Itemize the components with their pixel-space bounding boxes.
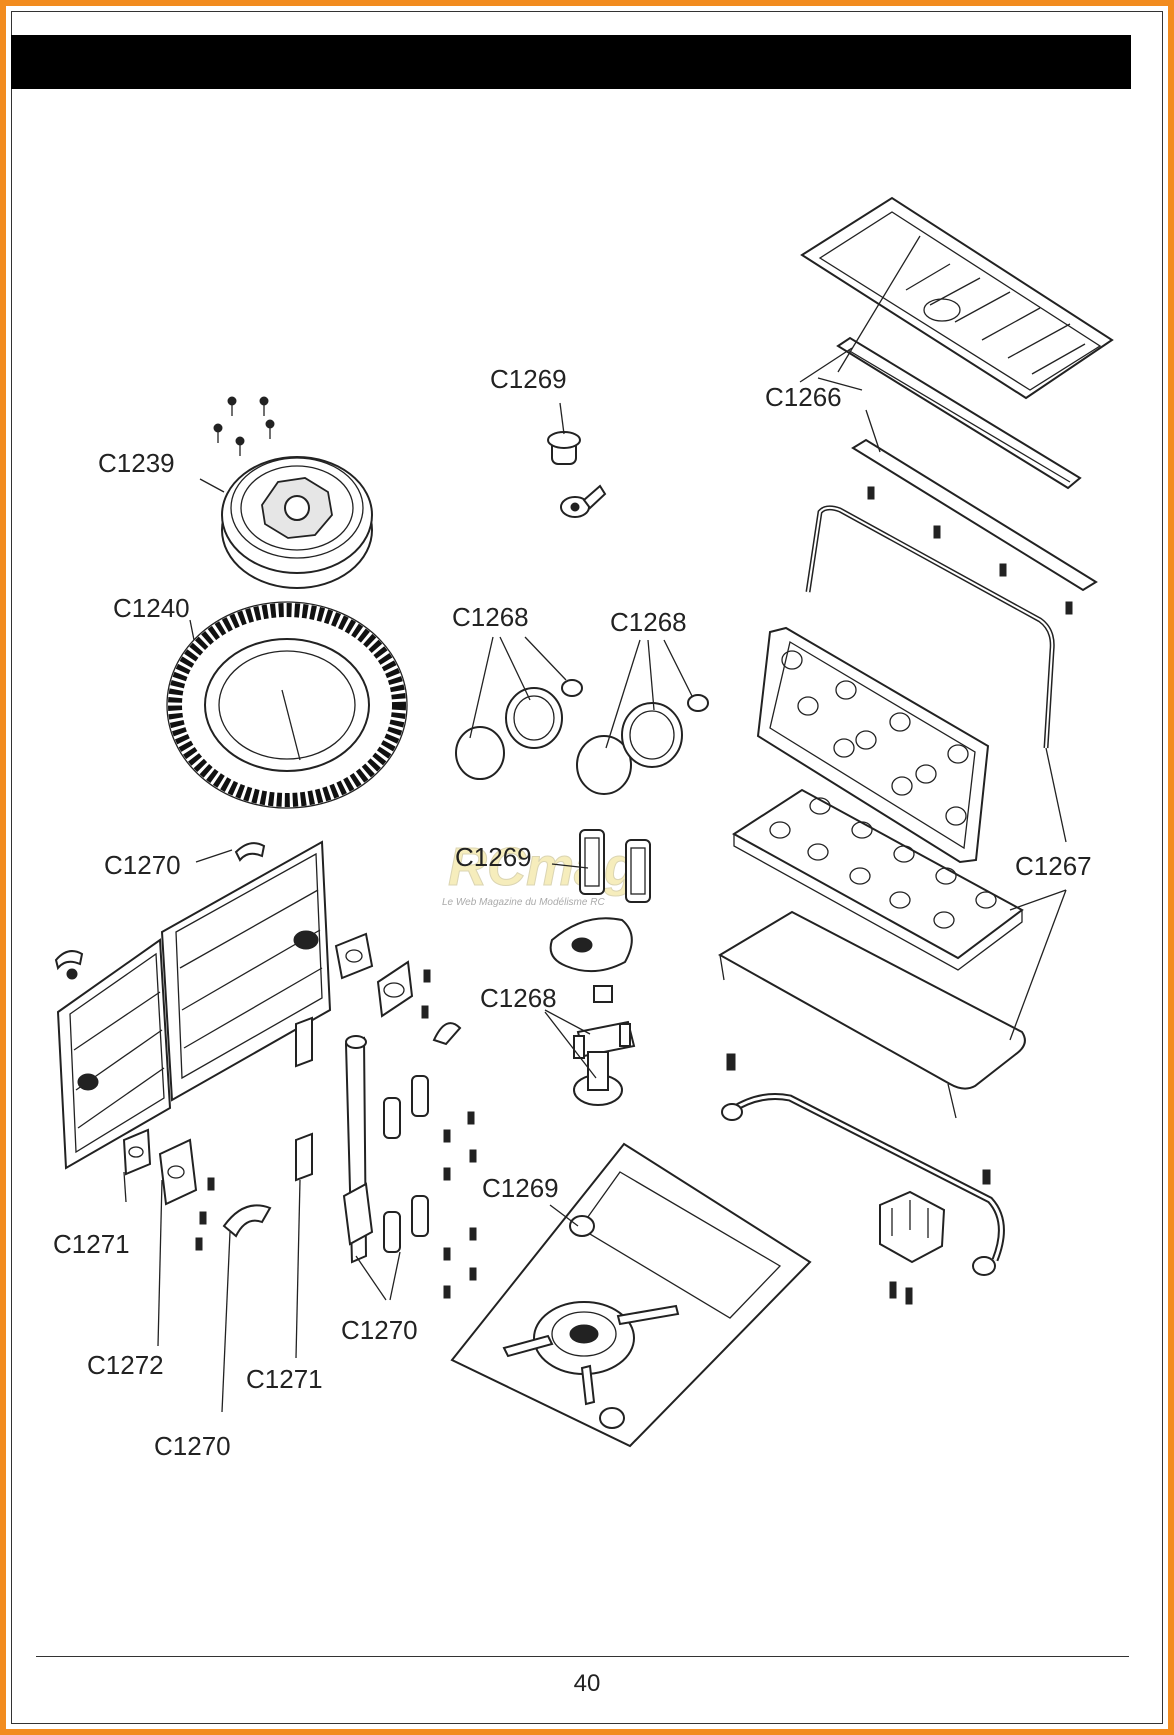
- label-c1268-bottom: C1268: [480, 983, 557, 1013]
- label-c1271-right: C1271: [246, 1364, 323, 1394]
- wheel-rim-part: [213, 396, 373, 589]
- watermark-title: RCmag: [448, 837, 637, 897]
- header-bar: [11, 35, 1131, 89]
- seat-frame-part: [805, 505, 1055, 749]
- door-assembly-part: [56, 840, 332, 1170]
- label-c1271-left: C1271: [53, 1229, 130, 1259]
- label-c1270-bottom: C1270: [154, 1431, 231, 1461]
- label-c1240: C1240: [113, 593, 190, 623]
- tailgate-panel-part: [800, 196, 1114, 592]
- door-handles: [54, 842, 266, 980]
- leader-lines: [123, 235, 1067, 1413]
- tire-part: [166, 601, 408, 809]
- seat-bottom-cushions: [769, 797, 997, 929]
- label-c1268-right: C1268: [610, 607, 687, 637]
- part-labels: C1269 C1266 C1239 C1240 C1268 C1268 C127…: [53, 364, 1092, 1461]
- rail-bracket-part: [721, 1053, 1005, 1305]
- label-c1266: C1266: [765, 382, 842, 412]
- page-number: 40: [573, 1670, 601, 1697]
- page-inner-border: [11, 11, 1163, 1724]
- footer-rule: [36, 1656, 1129, 1657]
- seat-bottom-part: [732, 788, 1024, 971]
- rack-screws: [443, 1111, 477, 1299]
- tailgate-ribs: [905, 263, 1086, 375]
- mount-plate-part: [450, 1142, 812, 1448]
- knob-part: [547, 431, 607, 518]
- label-c1269-top: C1269: [490, 364, 567, 394]
- label-c1272: C1272: [87, 1350, 164, 1380]
- label-c1269-mid: C1269: [455, 842, 532, 872]
- label-c1267: C1267: [1015, 851, 1092, 881]
- label-c1270-top: C1270: [104, 850, 181, 880]
- tailgate-screws: [867, 486, 1073, 615]
- seat-back-cushions: [781, 650, 969, 826]
- label-c1270-mid: C1270: [341, 1315, 418, 1345]
- seat-back-part: [756, 626, 990, 864]
- lamp-pair-left: [455, 679, 583, 780]
- label-c1268-left: C1268: [452, 602, 529, 632]
- door-hardware: [122, 932, 462, 1251]
- clip-pair: [579, 829, 651, 903]
- label-c1269-bottom: C1269: [482, 1173, 559, 1203]
- rack-post-part: [342, 1035, 477, 1299]
- label-c1239: C1239: [98, 448, 175, 478]
- watermark-subtitle: Le Web Magazine du Modélisme RC: [442, 897, 605, 908]
- watermark: RCmag Le Web Magazine du Modélisme RC: [442, 837, 638, 909]
- floor-tray-part: [718, 910, 1026, 1119]
- lamp-pair-right: [576, 694, 709, 795]
- rim-screws: [213, 396, 275, 456]
- rack-clamps: [383, 1075, 429, 1253]
- lamp-housing-part: [549, 917, 636, 1106]
